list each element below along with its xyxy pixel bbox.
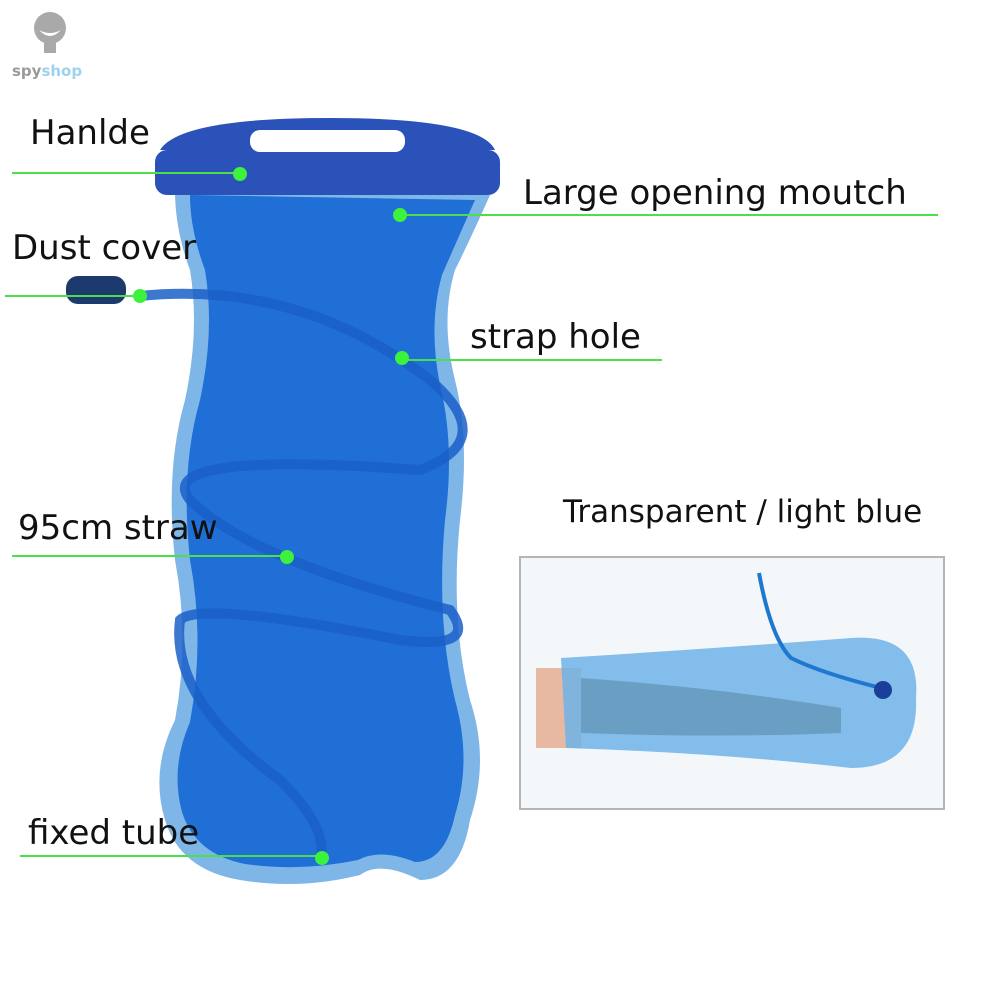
fixed-tube-callout-dot [315, 851, 329, 865]
inset-transparent-bladder-photo [519, 556, 945, 810]
logo-text: spyshop [12, 62, 82, 80]
dust-cover-callout-dot [133, 289, 147, 303]
straw-callout-dot [280, 550, 294, 564]
label-dust-cover: Dust cover [12, 228, 197, 268]
label-fixed-tube: fixed tube [28, 813, 200, 853]
logo-text-shop: shop [41, 62, 83, 80]
dust-cover-callout-line [5, 295, 140, 297]
large-opening-callout-dot [393, 208, 407, 222]
transparent-bladder-with-hand-image [536, 572, 917, 768]
handle-callout-dot [233, 167, 247, 181]
inset-caption: Transparent / light blue [563, 494, 923, 530]
label-large-opening: Large opening moutch [523, 173, 907, 213]
label-handle: Hanlde [30, 113, 150, 153]
label-straw: 95cm straw [18, 508, 218, 548]
label-strap-hole: strap hole [470, 317, 641, 357]
logo-text-spy: spy [12, 62, 42, 80]
handle-callout-line [12, 172, 240, 174]
logo-mascot-icon [34, 12, 66, 53]
strap-hole-callout-line [402, 359, 662, 361]
strap-hole-callout-dot [395, 351, 409, 365]
fixed-tube-callout-line [20, 855, 322, 857]
large-opening-callout-line [400, 214, 938, 216]
straw-callout-line [12, 555, 287, 557]
logo: spyshop [10, 8, 100, 83]
